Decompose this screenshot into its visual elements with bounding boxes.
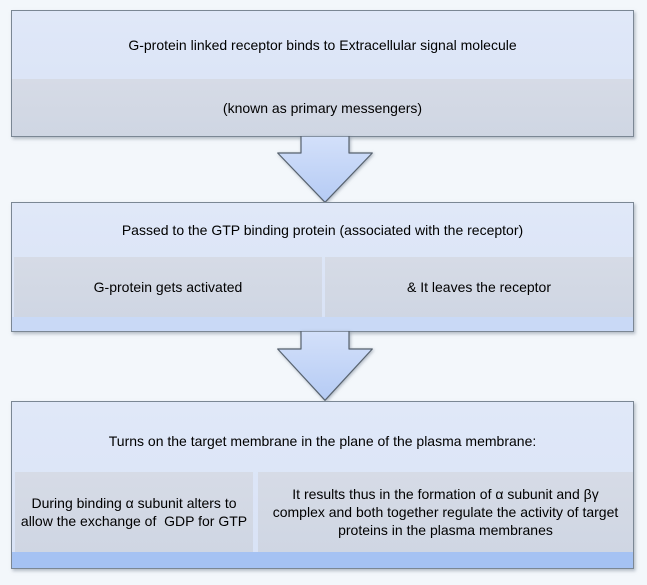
flow-step-3-box: Turns on the target membrane in the plan… bbox=[11, 401, 634, 569]
step-3-cell-right: It results thus in the formation of α su… bbox=[258, 472, 633, 552]
step-3-cell-left: During binding α subunit alters to allow… bbox=[15, 472, 253, 552]
step-2-cell-left: G-protein gets activated bbox=[14, 257, 322, 317]
step-3-footer-strip bbox=[12, 552, 633, 568]
down-arrow-icon bbox=[277, 331, 373, 401]
step-1-subtitle: (known as primary messengers) bbox=[12, 79, 633, 136]
flow-step-2-box: Passed to the GTP binding protein (assoc… bbox=[11, 202, 634, 332]
step-2-title: Passed to the GTP binding protein (assoc… bbox=[121, 222, 524, 238]
step-3-cells-row: During binding α subunit alters to allow… bbox=[12, 472, 633, 552]
flow-step-1-box: G-protein linked receptor binds to Extra… bbox=[11, 10, 634, 137]
step-2-cells-row: G-protein gets activated & It leaves the… bbox=[12, 257, 633, 317]
step-2-cell-right: & It leaves the receptor bbox=[325, 257, 633, 317]
step-2-footer-strip bbox=[12, 317, 633, 331]
step-3-title: Turns on the target membrane in the plan… bbox=[108, 433, 537, 449]
down-arrow-icon bbox=[277, 136, 373, 203]
step-1-title: G-protein linked receptor binds to Extra… bbox=[128, 37, 517, 53]
